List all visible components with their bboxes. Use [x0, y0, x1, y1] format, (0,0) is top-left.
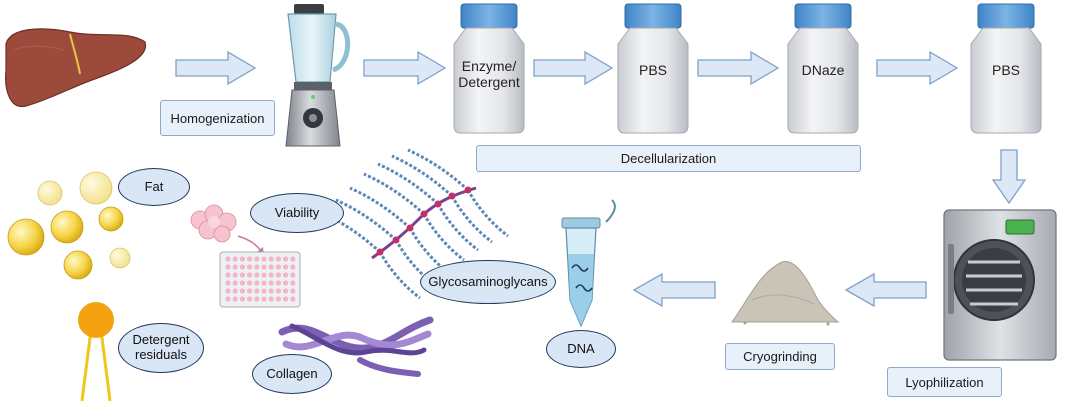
- well-plate-icon: [219, 251, 301, 308]
- enzyme-label-line1: Enzyme/: [461, 58, 517, 74]
- homogenization-label: Homogenization: [160, 100, 275, 136]
- detergent-molecule-icon: [78, 302, 114, 401]
- detergent-label-line2: residuals: [134, 347, 188, 362]
- enzyme-detergent-jar: [453, 3, 525, 134]
- viability-ellipse: Viability: [250, 193, 344, 233]
- pbs-jar-1-label: PBS: [638, 62, 667, 78]
- arrow-dnaze-to-pbs: [876, 50, 959, 86]
- pbs-jar-2-label: PBS: [991, 62, 1020, 78]
- dna-tube-icon: [561, 199, 616, 328]
- fat-ellipse: Fat: [118, 168, 190, 206]
- arrow-blender-to-enzyme: [363, 50, 447, 86]
- collagen-helix-icon: [278, 316, 434, 377]
- arrow-powder-to-tube: [632, 272, 716, 308]
- pbs-jar-1: [617, 3, 689, 134]
- blender-icon: [285, 4, 351, 147]
- pbs-jar-2: [970, 3, 1042, 134]
- liver-icon: [5, 28, 147, 108]
- detergent-label-line1: Detergent: [132, 332, 190, 348]
- arrow-down-to-lyophilizer: [991, 149, 1027, 205]
- arrow-liver-to-blender: [175, 50, 257, 86]
- glycosaminoglycans-ellipse: Glycosaminoglycans: [420, 260, 556, 304]
- freeze-dryer-icon: [943, 209, 1057, 361]
- dnaze-jar-label: DNaze: [801, 62, 845, 78]
- arrow-enzyme-to-pbs: [533, 50, 614, 86]
- cell-cluster-icon: [190, 204, 237, 243]
- decellularization-label: Decellularization: [476, 145, 861, 172]
- cryogrinding-label: Cryogrinding: [725, 343, 835, 370]
- tissue-powder-icon: [731, 261, 840, 326]
- collagen-ellipse: Collagen: [252, 354, 332, 394]
- lyophilization-label: Lyophilization: [887, 367, 1002, 397]
- dna-ellipse: DNA: [546, 330, 616, 368]
- arrow-lyophilizer-to-powder: [844, 272, 927, 308]
- enzyme-label-line2: Detergent: [458, 74, 520, 91]
- arrow-pbs-to-dnaze: [697, 50, 780, 86]
- dnaze-jar: [787, 3, 859, 134]
- fat-droplets-icon: [7, 171, 131, 280]
- glycosaminoglycan-structure-icon: [319, 148, 509, 300]
- enzyme-detergent-jar-label: Enzyme/ Detergent: [454, 58, 524, 90]
- detergent-residuals-ellipse: Detergent residuals: [118, 323, 204, 373]
